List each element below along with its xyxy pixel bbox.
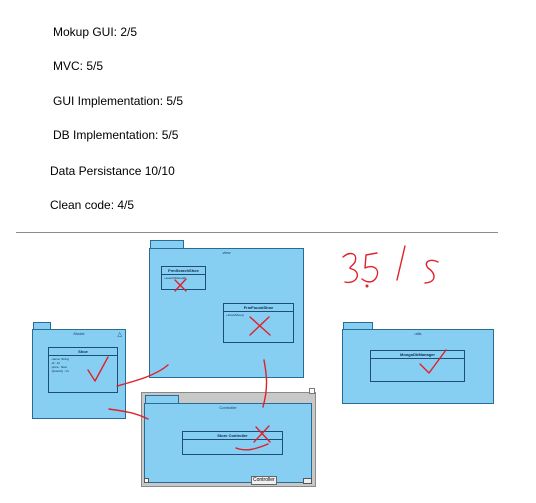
class-shoe[interactable]: Shoe -name: String -id : int -price : fl… — [48, 347, 118, 393]
grade-line-mvc: MVC: 5/5 — [53, 59, 104, 73]
model-package-label: Model — [73, 331, 85, 336]
underline-mark — [235, 443, 269, 451]
check-mark — [419, 349, 447, 374]
score-digit-3 — [342, 252, 359, 284]
utils-package[interactable]: utils MongoDbManager — [342, 329, 494, 404]
class-name: Store Controller — [183, 432, 282, 440]
grade-line-clean-code: Clean code: 4/5 — [50, 198, 135, 212]
class-method: +searchShoe(id) — [164, 276, 187, 280]
grade-line-mockup: Mokup GUI: 2/5 — [53, 25, 138, 39]
controller-name-tag[interactable]: Controller — [251, 476, 277, 485]
attribute: -Quantity : int — [51, 369, 69, 373]
class-name: MongoDbManager — [371, 351, 464, 359]
class-frm-search-shoe[interactable]: FrmSearchShoe +searchShoe(id) — [161, 266, 206, 290]
view-package-label: view — [222, 250, 231, 255]
connector-line — [108, 408, 149, 420]
attribute: -name: String — [51, 357, 70, 361]
class-mongo-db-manager[interactable]: MongoDbManager — [370, 350, 465, 382]
score-digit-5 — [361, 252, 379, 283]
class-method: +showShoe() — [226, 313, 244, 317]
model-package[interactable]: Model △ Shoe -name: String -id : int -pr… — [32, 329, 126, 419]
tag-options-icon[interactable] — [303, 478, 312, 484]
grade-line-db-implementation: DB Implementation: 5/5 — [53, 128, 179, 142]
score-digit-5b — [424, 259, 439, 284]
grade-line-gui-implementation: GUI Implementation: 5/5 — [53, 94, 184, 108]
grade-line-data-persistance: Data Persistance 10/10 — [50, 164, 175, 178]
warning-icon: △ — [117, 332, 122, 338]
connector-line — [262, 359, 268, 408]
connector-line — [116, 364, 169, 387]
class-name: FrmSearchShoe — [162, 267, 205, 275]
resize-corner-icon[interactable] — [144, 478, 149, 483]
cross-mark — [253, 425, 271, 443]
cross-mark — [174, 278, 187, 292]
resize-handle-icon[interactable] — [309, 388, 315, 394]
separator-line — [16, 232, 498, 233]
score-slash — [396, 245, 406, 281]
class-attributes: -name: String -id : int -price : float -… — [49, 356, 117, 374]
class-name: FrmFoundShoe — [224, 304, 293, 312]
controller-package-label: Controller — [219, 405, 237, 410]
utils-package-label: utils — [414, 331, 422, 336]
attribute: -price : float — [51, 365, 67, 369]
controller-package[interactable]: Controller Store Controller — [144, 403, 312, 483]
cross-mark — [249, 316, 271, 336]
class-store-controller[interactable]: Store Controller — [182, 431, 283, 455]
class-frm-found-shoe[interactable]: FrmFoundShoe +showShoe() — [223, 303, 294, 343]
attribute: -id : int — [51, 361, 61, 365]
score-decimal-dot — [365, 284, 369, 288]
class-name: Shoe — [49, 348, 117, 356]
check-mark — [87, 356, 109, 382]
view-package[interactable]: view FrmSearchShoe +searchShoe(id) FrmFo… — [149, 248, 304, 378]
